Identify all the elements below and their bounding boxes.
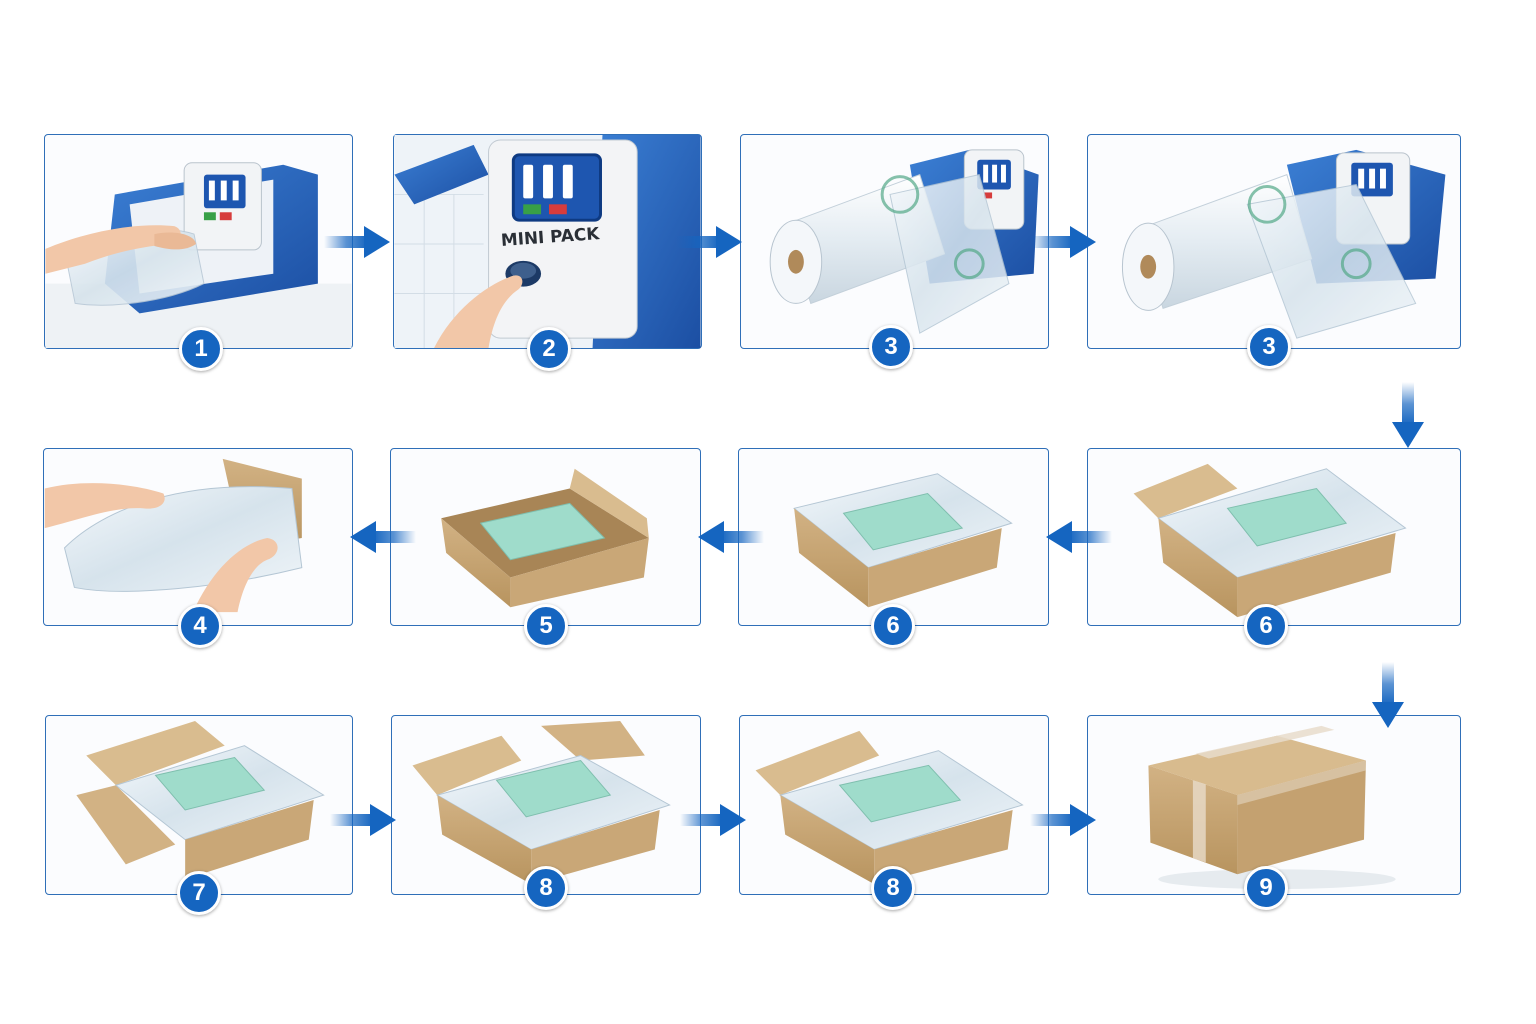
arrow-right-icon	[1030, 226, 1096, 258]
step-5-illustration	[441, 468, 649, 608]
step-7-illustration	[76, 720, 325, 880]
step-badge: 6	[871, 604, 915, 648]
arrow-down-icon	[1392, 382, 1424, 448]
step-9-panel: 9	[1087, 715, 1461, 910]
step-7-panel: 7	[45, 715, 353, 915]
step-badge: 3	[1247, 325, 1291, 369]
step-6-illustration	[793, 473, 1013, 608]
step-2-panel: MINI PACK 2	[393, 134, 702, 371]
step-badge: 8	[524, 866, 568, 910]
step-badge: 8	[871, 866, 915, 910]
step-3-illustration	[769, 149, 1039, 334]
step-4-illustration	[44, 458, 303, 613]
step-2-illustration: MINI PACK	[394, 135, 701, 348]
step-badge: 4	[178, 604, 222, 648]
step-3b-panel: 3	[1087, 134, 1461, 369]
step-badge: 9	[1244, 866, 1288, 910]
step-badge: 1	[179, 327, 223, 371]
step-1-illustration	[45, 162, 352, 348]
step-8-illustration	[412, 720, 671, 885]
arrow-left-icon	[350, 521, 416, 553]
step-badge: 2	[527, 327, 571, 371]
step-4-panel: 4	[43, 448, 353, 648]
arrow-right-icon	[676, 226, 742, 258]
step-3b-illustration	[1121, 149, 1446, 339]
step-9-illustration	[1148, 725, 1396, 890]
arrow-right-icon	[1030, 804, 1096, 836]
arrow-right-icon	[324, 226, 390, 258]
step-6b-illustration	[1133, 463, 1407, 618]
step-badge: 5	[524, 604, 568, 648]
step-5-panel: 5	[390, 448, 701, 648]
arrow-down-icon	[1372, 662, 1404, 728]
step-8b-illustration	[755, 730, 1024, 885]
step-6b-panel: 6	[1087, 448, 1461, 648]
step-3-panel: 3	[740, 134, 1049, 369]
step-6-panel: 6	[738, 448, 1049, 648]
arrow-right-icon	[680, 804, 746, 836]
step-badge: 6	[1244, 604, 1288, 648]
arrow-left-icon	[1046, 521, 1112, 553]
step-badge: 3	[869, 325, 913, 369]
arrow-left-icon	[698, 521, 764, 553]
arrow-right-icon	[330, 804, 396, 836]
step-8-panel: 8	[391, 715, 701, 910]
step-8b-panel: 8	[739, 715, 1049, 910]
step-badge: 7	[177, 871, 221, 915]
step-1-panel: 1	[44, 134, 353, 371]
